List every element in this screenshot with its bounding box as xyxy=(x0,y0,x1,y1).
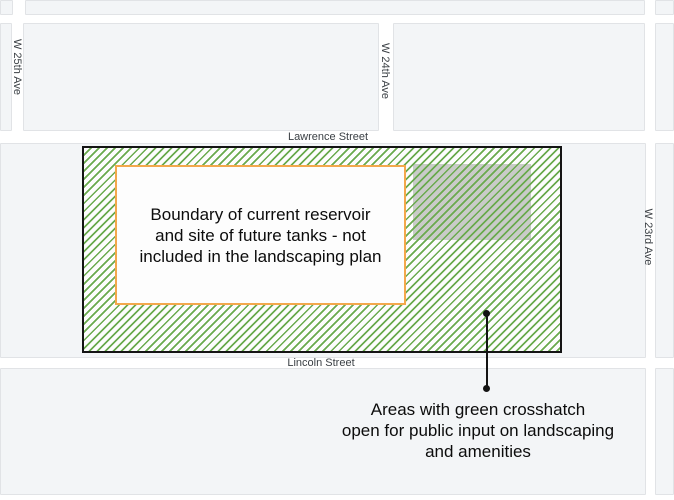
street-label-w-24th-ave: W 24th Ave xyxy=(379,42,391,100)
annotation-dot-top xyxy=(483,310,490,317)
city-block xyxy=(23,23,379,131)
city-block xyxy=(0,0,13,15)
street-label-w-25th-ave: W 25th Ave xyxy=(11,38,23,96)
city-block xyxy=(25,0,645,15)
street-label-lawrence-street: Lawrence Street xyxy=(287,131,369,143)
city-block xyxy=(655,368,674,495)
city-block xyxy=(0,23,12,131)
annotation-dot-bottom xyxy=(483,385,490,392)
reservoir-parcel-outline: Boundary of current reservoir and site o… xyxy=(82,146,562,353)
city-block xyxy=(393,23,645,131)
crosshatch-annotation-text: Areas with green crosshatch open for pub… xyxy=(341,400,615,461)
reservoir-boundary-box: Boundary of current reservoir and site o… xyxy=(115,165,406,305)
street-label-lincoln-street: Lincoln Street xyxy=(287,357,355,369)
city-block xyxy=(655,0,674,15)
annotation-leader-line xyxy=(486,313,488,388)
reservoir-boundary-note: Boundary of current reservoir and site o… xyxy=(139,204,382,266)
street-label-w-23rd-ave: W 23rd Ave xyxy=(642,208,654,266)
city-block xyxy=(655,143,674,358)
city-block xyxy=(0,368,646,495)
city-block xyxy=(655,23,674,131)
